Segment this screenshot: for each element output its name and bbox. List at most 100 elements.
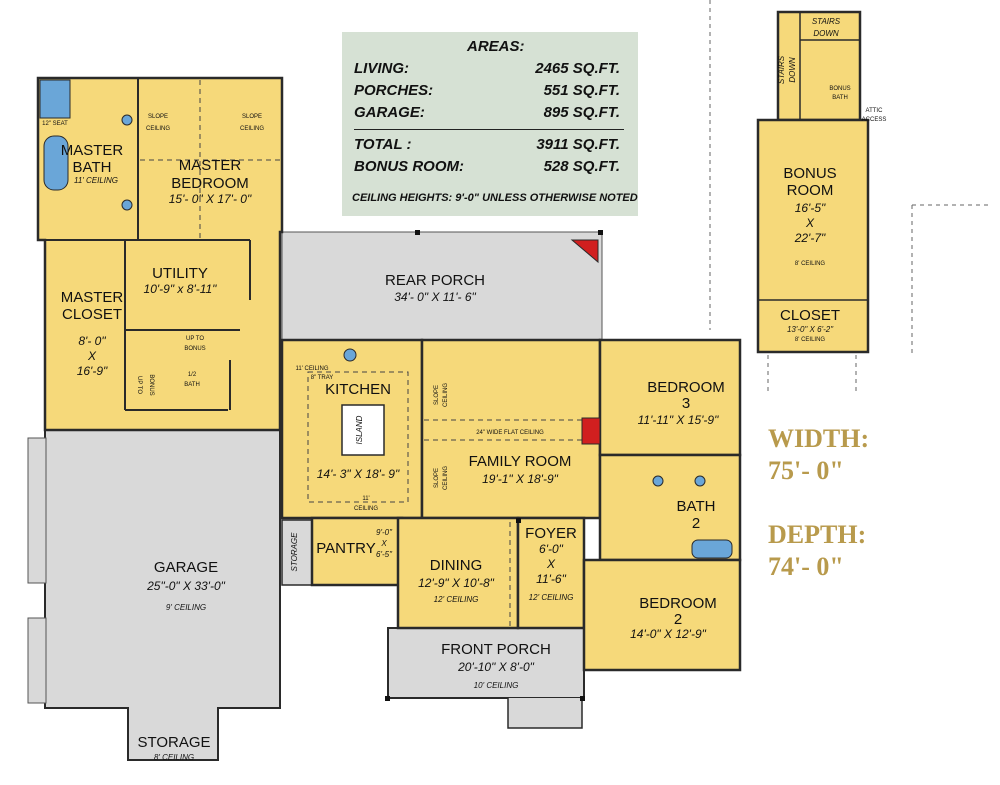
front-porch-area — [387, 627, 585, 699]
garage-dims: 25"-0" X 33'-0" — [146, 579, 226, 593]
dining-name: DINING — [430, 557, 483, 574]
stairs-down-1b: DOWN — [813, 29, 839, 38]
width-value: 75'- 0" — [768, 456, 844, 485]
master-closet-dim2: 16'-9" — [77, 364, 108, 378]
utility-name: UTILITY — [152, 265, 208, 282]
family-room-name: FAMILY ROOM — [469, 453, 572, 470]
slope-1a: SLOPE — [148, 114, 168, 120]
kitchen-ceiling1: 11' CEILING — [295, 366, 328, 372]
master-closet-x: X — [87, 349, 97, 363]
bath2-sink-2 — [694, 475, 706, 487]
dining-ceiling: 12' CEILING — [434, 595, 479, 604]
front-porch-dims: 20'-10" X 8'-0" — [457, 660, 535, 674]
ceiling-note: CEILING HEIGHTS: 9'-0" UNLESS OTHERWISE … — [352, 192, 638, 204]
bonus-closet-ceiling: 8' CEILING — [795, 337, 825, 343]
slope-2a: SLOPE — [242, 114, 262, 120]
bonus-closet-dims: 13'-0" X 6'-2" — [787, 325, 834, 334]
stairs-down-2b: DOWN — [788, 57, 797, 83]
garage-door-1 — [27, 437, 47, 584]
bedroom2-num: 2 — [674, 611, 682, 628]
front-porch-ceiling: 10' CEILING — [474, 681, 519, 690]
storage-vertical: STORAGE — [290, 532, 299, 572]
bedroom3-num: 3 — [682, 395, 690, 412]
width-label: WIDTH: — [768, 424, 870, 453]
front-steps — [507, 698, 583, 729]
up-to-bonus-2: BONUS — [184, 346, 205, 352]
up-to-bonus-v2: BONUS — [148, 374, 154, 395]
bedroom3-name: BEDROOM — [647, 379, 725, 396]
pantry-name: PANTRY — [316, 540, 375, 557]
areas-living-value: 2465 SQ.FT. — [535, 60, 620, 77]
island — [341, 404, 385, 456]
depth-value: 74'- 0" — [768, 552, 844, 581]
areas-living-label: LIVING: — [354, 60, 409, 77]
depth-label: DEPTH: — [768, 520, 867, 549]
areas-bonus-label: BONUS ROOM: — [354, 158, 464, 175]
foyer-name: FOYER — [525, 525, 577, 542]
dining-dims: 12'-9" X 10'-8" — [418, 576, 495, 590]
storage-ceiling: 8' CEILING — [154, 753, 194, 762]
areas-garage-label: GARAGE: — [354, 104, 425, 121]
kitchen-dims: 14'- 3" X 18'- 9" — [317, 467, 400, 481]
dining-area — [396, 516, 520, 630]
bonus-closet-name: CLOSET — [780, 307, 840, 324]
garage-area — [44, 429, 281, 761]
master-closet-name1: MASTER — [61, 289, 124, 306]
kitchen-sink — [343, 348, 357, 362]
pantry-area — [310, 516, 404, 587]
attic-access-2: ACCESS — [862, 117, 887, 123]
slope-v1a: SLOPE — [434, 385, 440, 405]
pantry-d2: 6'-5" — [376, 550, 393, 559]
bedroom2-dims: 14'-0" X 12'-9" — [630, 627, 707, 641]
bath2-tub — [691, 539, 733, 559]
family-room-dims: 19'-1" X 18'-9" — [482, 472, 559, 486]
foyer-x: X — [546, 557, 556, 571]
sink-1 — [121, 114, 133, 126]
living-core — [420, 338, 602, 520]
garage-door-2 — [27, 617, 47, 704]
seat-label: 12" SEAT — [42, 121, 68, 127]
half-bath-2: BATH — [184, 382, 200, 388]
attic-access-1: ATTIC — [866, 108, 884, 114]
bedroom2-area — [582, 558, 742, 672]
master-bedroom-dims: 15'- 0" X 17'- 0" — [169, 192, 252, 206]
master-bath-ceiling: 11' CEILING — [74, 176, 118, 185]
fireplace — [581, 417, 601, 445]
slope-1b: CEILING — [146, 126, 170, 132]
bedroom3-dims: 11'-11" X 15'-9" — [638, 413, 719, 427]
bonus-room-ceiling: 8' CEILING — [795, 261, 825, 267]
bonus-bath-2: BATH — [832, 95, 848, 101]
storage-name: STORAGE — [137, 734, 210, 751]
slope-v2b: CEILING — [443, 466, 449, 490]
flat-ceiling: 24" WIDE FLAT CEILING — [476, 430, 544, 436]
kitchen-ceiling-a: 11' — [362, 496, 369, 502]
kitchen-ceiling2: 8" TRAY — [311, 375, 334, 381]
bonus-room-area — [756, 118, 870, 354]
bonus-room-l2: ROOM — [787, 182, 834, 199]
front-porch-name: FRONT PORCH — [441, 641, 551, 658]
garage-ceiling: 9' CEILING — [166, 603, 206, 612]
bath2-sink-1 — [652, 475, 664, 487]
island-label: ISLAND — [355, 415, 364, 444]
areas-divider — [354, 129, 624, 130]
sink-2 — [121, 199, 133, 211]
foyer-ceiling: 12' CEILING — [529, 593, 574, 602]
areas-garage-value: 895 SQ.FT. — [543, 104, 620, 121]
half-bath-1: 1/2 — [188, 372, 197, 378]
rear-porch-dims: 34'- 0" X 11'- 6" — [394, 290, 476, 304]
bonus-room-l1: BONUS — [783, 165, 836, 182]
kitchen-ceiling-b: CEILING — [354, 506, 378, 512]
foyer-d2: 11'-6" — [536, 572, 566, 586]
bath2-num: 2 — [692, 515, 700, 532]
areas-total-value: 3911 SQ.FT. — [536, 136, 620, 153]
bath2-name: BATH — [677, 498, 716, 515]
garage-name: GARAGE — [154, 559, 218, 576]
areas-porches-value: 551 SQ.FT. — [543, 82, 620, 99]
areas-box: AREAS: LIVING: 2465 SQ.FT. PORCHES: 551 … — [342, 32, 638, 216]
areas-total-label: TOTAL : — [354, 136, 412, 153]
tub-master — [43, 135, 69, 191]
pantry-x: X — [380, 539, 387, 548]
foyer-d1: 6'-0" — [539, 542, 564, 556]
bonus-room-x: X — [805, 216, 815, 230]
bonus-bath-1: BONUS — [829, 86, 850, 92]
